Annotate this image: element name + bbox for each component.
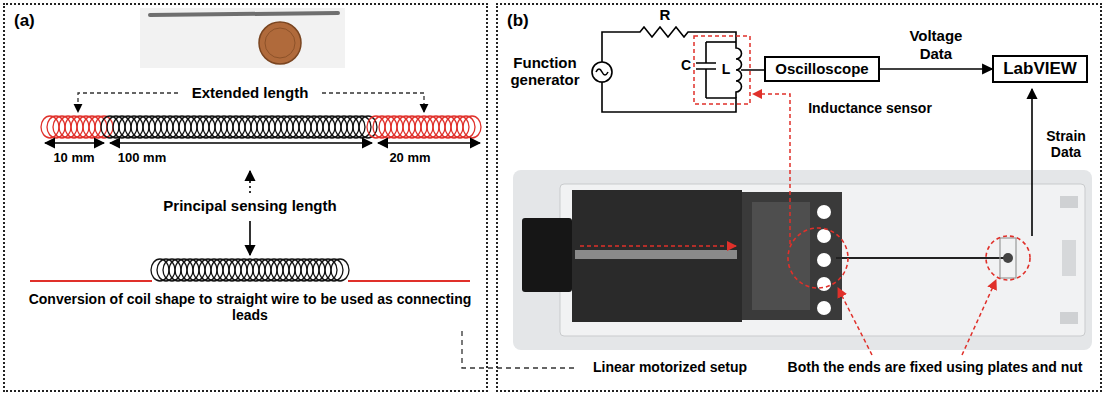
setup-photo <box>817 277 831 291</box>
extended-length-leader <box>322 93 424 112</box>
dimension-arrow <box>45 142 480 144</box>
coil-drawing <box>41 116 481 138</box>
coil-drawing <box>359 116 377 138</box>
sensor-photo <box>259 22 301 64</box>
sensor-highlight-box <box>694 36 750 104</box>
function-generator-symbol <box>596 69 608 75</box>
setup-photo <box>575 250 737 259</box>
red-leader <box>838 288 872 355</box>
dimension-value: 100 mm <box>118 151 166 166</box>
red-leader <box>580 94 996 355</box>
circuit-wires <box>602 82 736 112</box>
highlight-circle <box>788 228 848 288</box>
part-name: Linear motorized setup <box>593 359 747 375</box>
circuit-wires <box>602 27 736 62</box>
dimension-value: 10 mm <box>53 151 94 166</box>
setup-photo <box>572 190 742 322</box>
component-name: R <box>660 6 671 23</box>
connecting-lead <box>348 280 470 282</box>
strain-arrow <box>1031 89 1033 236</box>
panel-label: (a) <box>14 11 477 31</box>
dimension-arrow <box>378 142 480 144</box>
note: Conversion of coil shape to straight wir… <box>20 291 480 323</box>
pointer-arrow <box>249 221 251 255</box>
circuit-wires <box>736 42 742 98</box>
instrument-box: Oscilloscope <box>764 56 879 81</box>
function-generator-symbol <box>592 62 612 82</box>
note: Both the ends are fixed using plates and… <box>788 359 1083 375</box>
coil-drawing <box>151 259 349 281</box>
box-label: LabVIEW <box>1003 59 1077 79</box>
sensor-photo <box>265 28 295 58</box>
coil-drawing <box>463 116 481 138</box>
sensor-photo <box>140 8 345 68</box>
highlight-circle <box>788 228 1030 288</box>
signal-arrow <box>880 68 992 70</box>
part-name: Inductance sensor <box>808 100 932 116</box>
setup-photo <box>817 301 831 315</box>
box-label: Oscilloscope <box>775 60 868 77</box>
setup-photo <box>752 202 810 310</box>
setup-photo <box>817 229 831 243</box>
dimension-label: Principal sensing length <box>163 197 336 214</box>
sensor-photo <box>140 8 345 68</box>
connecting-lead <box>30 280 470 282</box>
circuit-wires <box>706 41 736 43</box>
function-generator-symbol <box>592 62 612 82</box>
setup-photo <box>1062 240 1076 276</box>
circuit-wires <box>602 27 790 112</box>
edge-label: Voltage Data <box>900 27 972 62</box>
pointer-arrow <box>249 171 251 193</box>
dimension-arrow <box>110 142 372 144</box>
setup-photo <box>742 192 842 320</box>
coil-drawing <box>331 259 349 281</box>
red-leader <box>580 245 736 247</box>
component-name: C <box>681 57 691 73</box>
panel-label: (b) <box>507 11 1091 31</box>
dimension-label: Extended length <box>192 84 309 101</box>
red-leader <box>962 280 996 355</box>
connecting-lead <box>30 280 152 282</box>
extended-length-leader <box>78 93 178 112</box>
dimension-arrow <box>45 142 104 144</box>
setup-photo <box>817 253 831 267</box>
setup-photo <box>1060 312 1078 324</box>
setup-photo <box>522 218 572 292</box>
setup-photo <box>817 205 831 219</box>
setup-photo <box>1060 196 1078 208</box>
sensor-photo <box>150 13 338 15</box>
setup-photo <box>513 170 1092 350</box>
component-name: L <box>722 61 731 77</box>
circuit-wires <box>696 42 716 98</box>
panel: (b) Oscilloscope LabVIEW <box>496 3 1102 392</box>
setup-photo <box>560 184 1085 336</box>
setup-photo <box>513 170 1092 350</box>
highlight-circle <box>986 236 1030 280</box>
software-box: LabVIEW <box>992 55 1088 83</box>
part-name: Function generator <box>504 54 586 89</box>
red-leader <box>753 94 790 244</box>
setup-photo <box>836 257 1004 259</box>
signal-name: Strain Data <box>1039 128 1093 160</box>
dimension-value: 20 mm <box>389 151 430 166</box>
setup-photo <box>1000 238 1016 278</box>
setup-photo <box>1003 253 1013 263</box>
